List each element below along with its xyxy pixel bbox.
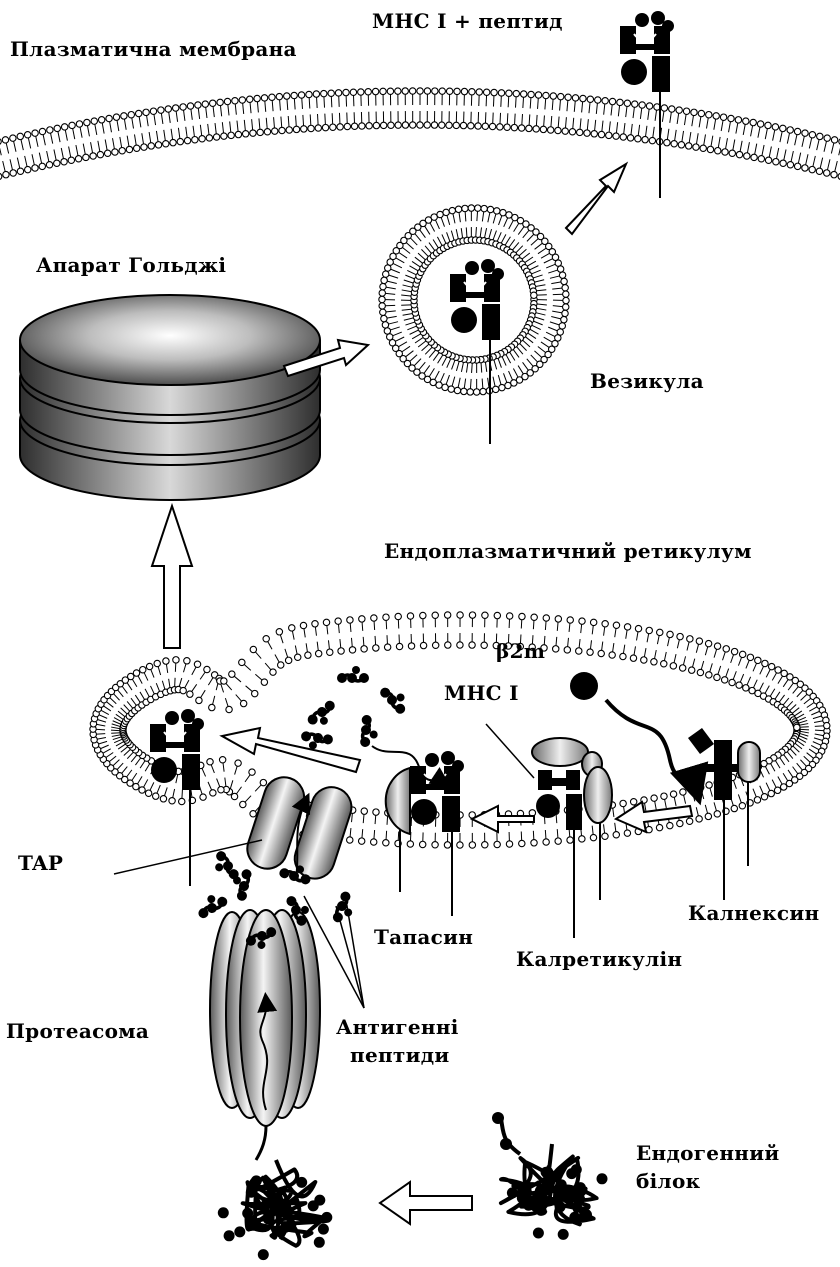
label-mhc1: MHC I: [444, 681, 519, 705]
label-tapasin: Тапасин: [374, 925, 473, 949]
label-plasma-membrane: Плазматична мембрана: [10, 37, 297, 61]
peptide-fragment: [337, 666, 369, 683]
golgi-apparatus: [20, 295, 320, 500]
label-endogenous-protein-2: білок: [636, 1169, 701, 1193]
label-b2m: β2m: [496, 639, 545, 663]
label-antigen-peptides-2: пептиди: [350, 1043, 450, 1067]
mhc-peptide-complex-surface: [620, 11, 674, 92]
peptide-fragment: [193, 889, 229, 920]
endogenous-protein: [501, 1144, 608, 1240]
arrow-calreticulin-to-tapasin: [472, 806, 534, 832]
label-golgi: Апарат Гольджі: [36, 253, 226, 277]
arrow-protein-to-degradation: [380, 1182, 472, 1224]
arrow-calnexin-to-calreticulin: [616, 802, 692, 832]
label-tap: TAP: [18, 851, 63, 875]
label-vesicle: Везикула: [590, 369, 704, 393]
label-endogenous-protein-1: Ендогенний: [636, 1141, 779, 1165]
label-calreticulin: Калретикулін: [516, 947, 682, 971]
tapasin-protein: [386, 768, 410, 834]
peptide-fragment: [306, 699, 342, 732]
label-calnexin: Калнексин: [688, 901, 819, 925]
label-antigen-peptides-1: Антигенні: [336, 1015, 459, 1039]
label-proteasome: Протеасома: [6, 1019, 149, 1043]
mhc-peptide-complex-vesicle: [450, 259, 504, 340]
label-mhc-peptide: MHC I + пептид: [372, 9, 563, 33]
vesicle: [379, 205, 569, 395]
peptide-fragment: [360, 715, 379, 748]
proteasome: [210, 910, 320, 1160]
peptide-fragment: [378, 681, 412, 716]
label-er: Ендоплазматичний ретикулум: [384, 539, 752, 563]
arrow-er-to-golgi: [152, 506, 192, 648]
calnexin-complex: [688, 728, 760, 900]
arrow-tap-to-mhc: [222, 728, 360, 772]
degrading-protein: [218, 1160, 332, 1260]
plasma-membrane: [0, 88, 840, 183]
peptide-fragment: [331, 890, 358, 926]
arrow-vesicle-to-membrane: [566, 164, 626, 234]
